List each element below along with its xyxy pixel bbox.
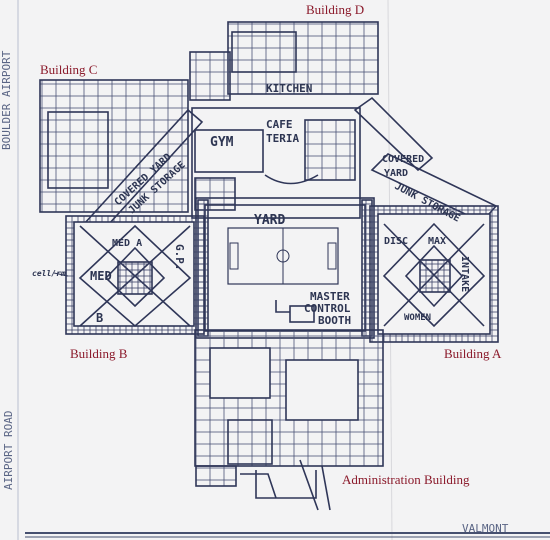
- med-b-note-1: MED: [90, 269, 112, 283]
- master-control-booth-shape: [289, 305, 315, 323]
- master-control-note-1: MASTER: [310, 290, 350, 303]
- valmont-road-label: VALMONT: [462, 522, 509, 535]
- disc-note: DISC: [384, 236, 408, 247]
- left-top-road-label: BOULDER AIRPORT: [0, 50, 13, 150]
- administration-building-label: Administration Building: [342, 472, 470, 487]
- building-d-outline: [189, 21, 379, 101]
- max-note: MAX: [428, 236, 446, 247]
- building-a-label: Building A: [444, 346, 502, 361]
- building-b-label: Building B: [70, 346, 128, 361]
- kitchen-note: KITCHEN: [266, 82, 312, 95]
- master-control-note-3: BOOTH: [318, 314, 351, 327]
- administration-building-outline: [194, 329, 384, 511]
- yard-note: YARD: [254, 213, 285, 228]
- med-a-note: MED A: [112, 238, 142, 249]
- women-note: WOMEN: [404, 313, 431, 323]
- building-c-label: Building C: [40, 62, 97, 77]
- cafeteria-note-1: CAFE: [266, 118, 293, 131]
- covered-yard-right-note-2: YARD: [384, 168, 408, 179]
- gym-note: GYM: [210, 135, 234, 150]
- covered-yard-right-note-1: COVERED: [382, 154, 424, 165]
- left-margin-note: cell/rm: [32, 269, 66, 278]
- building-a-outline: [369, 205, 499, 343]
- cafeteria-note-2: TERIA: [266, 132, 299, 145]
- building-d-label: Building D: [306, 2, 364, 17]
- booth-arrow: [275, 300, 290, 313]
- gp-note: G.P.: [173, 244, 186, 271]
- building-b-outline: [65, 215, 205, 335]
- med-b-note-2: B: [96, 311, 103, 325]
- intake-note: INTAKE: [459, 256, 470, 292]
- master-control-note-2: CONTROL: [304, 302, 351, 315]
- airport-road-label: AIRPORT ROAD: [2, 411, 15, 490]
